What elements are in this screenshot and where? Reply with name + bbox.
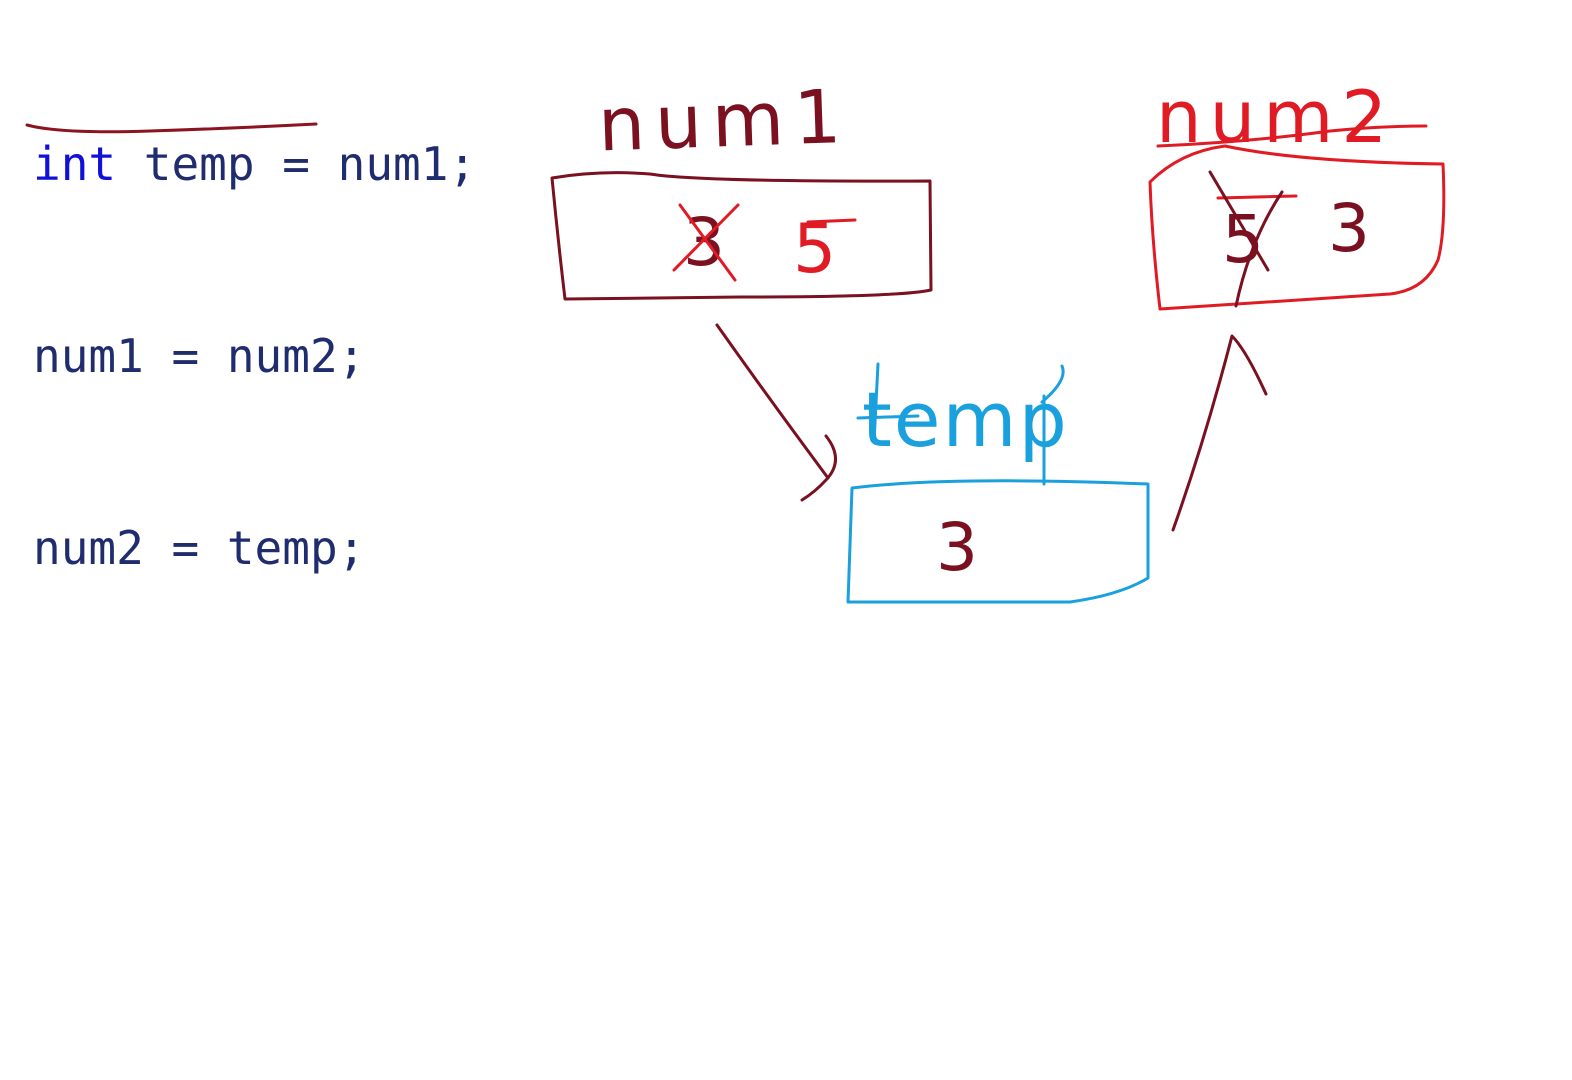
code-line-3-text: num2 = temp; xyxy=(33,521,366,575)
num2-new-value: 3 xyxy=(1328,190,1370,267)
temp-label: temp xyxy=(862,375,1069,464)
num2-label-underline xyxy=(1156,124,1428,148)
arrow-temp-to-num2 xyxy=(1171,334,1268,532)
num2-box xyxy=(1148,144,1446,311)
keyword-int: int xyxy=(33,137,117,191)
num1-new-value-stroke xyxy=(806,218,857,224)
code-line-1-text: temp = num1; xyxy=(116,137,477,191)
temp-value: 3 xyxy=(936,509,978,586)
code-snippet: int temp = num1; num1 = num2; num2 = tem… xyxy=(33,4,476,644)
num1-label: num1 xyxy=(597,74,853,169)
code-line-2-text: num1 = num2; xyxy=(33,329,366,383)
num2-old-value-strike xyxy=(1216,194,1298,200)
num1-old-value-cross-out xyxy=(672,203,740,282)
num1-box xyxy=(550,171,933,301)
code-line-2-underline xyxy=(25,122,318,134)
temp-label-strokes xyxy=(856,362,1065,486)
code-line-1: int temp = num1; xyxy=(33,132,476,196)
arrow-num1-to-temp xyxy=(715,323,837,502)
num2-old-value-cross-out xyxy=(1208,170,1284,308)
code-line-3: num2 = temp; xyxy=(33,516,476,580)
temp-box xyxy=(846,479,1150,604)
num2-label: num2 xyxy=(1156,75,1395,159)
code-line-2: num1 = num2; xyxy=(33,324,476,388)
